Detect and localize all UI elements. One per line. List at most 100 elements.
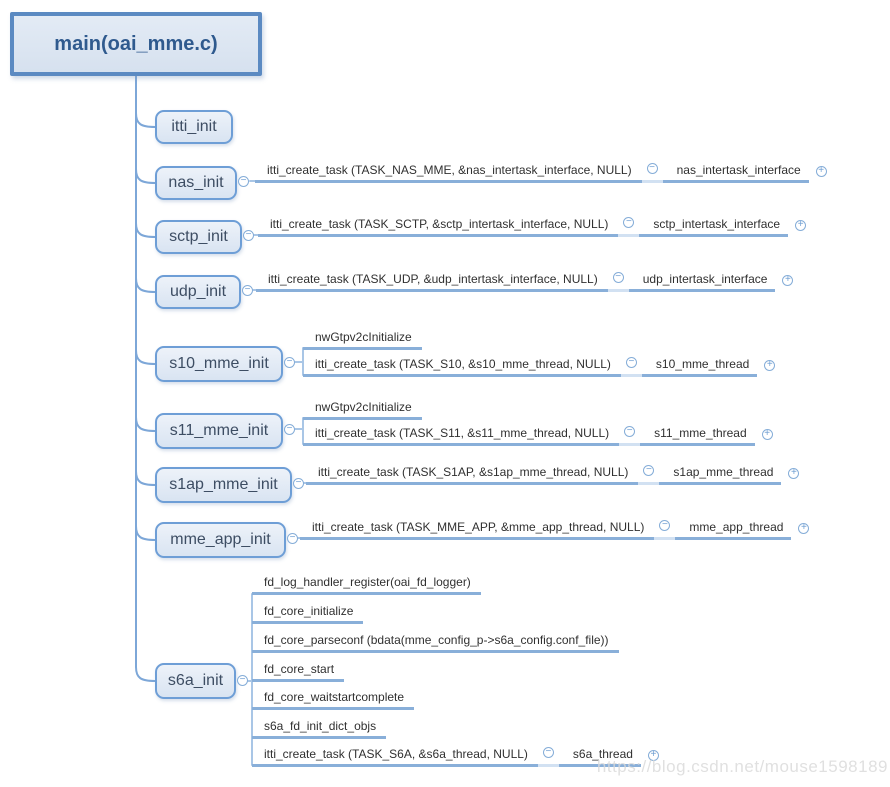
topic-label: nas_init [168, 174, 224, 191]
subtopic-sctp-interface[interactable]: sctp_intertask_interface [639, 217, 789, 237]
subtopic-s11-task[interactable]: itti_create_task (TASK_S11, &s11_mme_thr… [303, 426, 620, 446]
collapse-cell: − [641, 163, 663, 183]
subtopic-s10-nwgtpv2c[interactable]: nwGtpv2cInitialize [303, 330, 422, 350]
subtopic-s6a-fd-core-start[interactable]: fd_core_start [252, 662, 345, 682]
root-topic-main[interactable]: main(oai_mme.c) [10, 12, 262, 76]
collapse-icon[interactable]: − [242, 285, 253, 296]
watermark: https://blog.csdn.net/mouse1598189 [596, 757, 888, 776]
collapse-cell: − [607, 272, 629, 292]
subtopic-row-sctp: itti_create_task (TASK_SCTP, &sctp_inter… [258, 217, 807, 237]
collapse-icon[interactable]: − [624, 426, 636, 437]
topic-label: s6a_init [167, 672, 224, 689]
collapse-icon[interactable]: − [623, 217, 635, 228]
collapse-cell: − [638, 465, 660, 485]
collapse-icon[interactable]: − [643, 465, 655, 476]
topic-mme-app-init[interactable]: mme_app_init [155, 522, 286, 558]
subtopic-s6a-fd-core-parseconf[interactable]: fd_core_parseconf (bdata(mme_config_p->s… [252, 633, 619, 653]
subtopic-row-s6a-5: fd_core_waitstartcomplete [252, 690, 415, 710]
root-topic-label: main(oai_mme.c) [54, 32, 218, 55]
subtopic-row-s6a-6: s6a_fd_init_dict_objs [252, 719, 387, 739]
subtopic-s11-thread[interactable]: s11_mme_thread [640, 426, 755, 446]
topic-s10-mme-init[interactable]: s10_mme_init [155, 346, 283, 382]
topic-sctp-init[interactable]: sctp_init [155, 220, 242, 254]
subtopic-row-s10-b: itti_create_task (TASK_S10, &s10_mme_thr… [303, 357, 776, 377]
subtopic-s1ap-thread[interactable]: s1ap_mme_thread [659, 465, 782, 485]
topic-label: s10_mme_init [169, 355, 269, 372]
topic-itti-init[interactable]: itti_init [155, 110, 233, 144]
collapse-icon[interactable]: − [612, 272, 624, 283]
subtopic-row-s6a-7: itti_create_task (TASK_S6A, &s6a_thread,… [252, 747, 659, 767]
subtopic-row-udp: itti_create_task (TASK_UDP, &udp_interta… [256, 272, 794, 292]
collapse-icon[interactable]: − [243, 230, 254, 241]
expand-icon[interactable]: + [647, 750, 659, 761]
subtopic-s6a-thread[interactable]: s6a_thread [558, 747, 641, 767]
subtopic-row-s6a-3: fd_core_parseconf (bdata(mme_config_p->s… [252, 633, 619, 653]
collapse-cell: − [537, 747, 559, 767]
topic-label: udp_init [169, 283, 227, 300]
expand-icon[interactable]: + [788, 468, 800, 479]
subtopic-s1ap-task[interactable]: itti_create_task (TASK_S1AP, &s1ap_mme_t… [306, 465, 639, 485]
subtopic-s6a-fd-init-dict-objs[interactable]: s6a_fd_init_dict_objs [252, 719, 387, 739]
subtopic-s6a-fd-log-handler[interactable]: fd_log_handler_register(oai_fd_logger) [252, 575, 481, 595]
subtopic-row-s11-a: nwGtpv2cInitialize [303, 400, 422, 420]
subtopic-mme-app-task[interactable]: itti_create_task (TASK_MME_APP, &mme_app… [300, 520, 655, 540]
expand-cell: + [809, 166, 827, 183]
subtopic-row-s11-b: itti_create_task (TASK_S11, &s11_mme_thr… [303, 426, 773, 446]
collapse-icon[interactable]: − [542, 747, 554, 758]
expand-cell: + [755, 429, 773, 446]
subtopic-s11-nwgtpv2c[interactable]: nwGtpv2cInitialize [303, 400, 422, 420]
subtopic-row-s10-a: nwGtpv2cInitialize [303, 330, 422, 350]
subtopic-row-s6a-4: fd_core_start [252, 662, 345, 682]
topic-udp-init[interactable]: udp_init [155, 275, 241, 309]
subtopic-udp-interface[interactable]: udp_intertask_interface [628, 272, 776, 292]
subtopic-nas-interface[interactable]: nas_intertask_interface [662, 163, 809, 183]
collapse-icon[interactable]: − [284, 357, 295, 368]
expand-cell: + [641, 750, 659, 767]
expand-cell: + [788, 220, 807, 237]
subtopic-s10-task[interactable]: itti_create_task (TASK_S10, &s10_mme_thr… [303, 357, 621, 377]
subtopic-mme-app-thread[interactable]: mme_app_thread [675, 520, 792, 540]
subtopic-row-mme-app: itti_create_task (TASK_MME_APP, &mme_app… [300, 520, 810, 540]
expand-icon[interactable]: + [795, 220, 807, 231]
subtopic-s6a-task[interactable]: itti_create_task (TASK_S6A, &s6a_thread,… [252, 747, 538, 767]
expand-icon[interactable]: + [782, 275, 794, 286]
collapse-icon[interactable]: − [284, 424, 295, 435]
collapse-icon[interactable]: − [646, 163, 658, 174]
topic-s6a-init[interactable]: s6a_init [155, 663, 236, 699]
collapse-cell: − [618, 217, 640, 237]
topic-label: mme_app_init [170, 531, 271, 548]
subtopic-row-nas: itti_create_task (TASK_NAS_MME, &nas_int… [255, 163, 827, 183]
expand-icon[interactable]: + [764, 360, 776, 371]
subtopic-row-s6a-2: fd_core_initialize [252, 604, 364, 624]
expand-icon[interactable]: + [798, 523, 810, 534]
collapse-cell: − [654, 520, 676, 540]
expand-cell: + [781, 468, 800, 485]
collapse-cell: − [619, 426, 641, 446]
collapse-icon[interactable]: − [287, 533, 298, 544]
subtopic-sctp-task[interactable]: itti_create_task (TASK_SCTP, &sctp_inter… [258, 217, 619, 237]
subtopic-s10-thread[interactable]: s10_mme_thread [641, 357, 758, 377]
subtopic-row-s1ap: itti_create_task (TASK_S1AP, &s1ap_mme_t… [306, 465, 800, 485]
topic-nas-init[interactable]: nas_init [155, 166, 237, 200]
expand-cell: + [757, 360, 776, 377]
subtopic-s6a-fd-core-waitstartcomplete[interactable]: fd_core_waitstartcomplete [252, 690, 415, 710]
expand-icon[interactable]: + [761, 429, 773, 440]
topic-label: itti_init [171, 118, 217, 135]
collapse-cell: − [620, 357, 642, 377]
collapse-icon[interactable]: − [238, 176, 249, 187]
collapse-icon[interactable]: − [293, 478, 304, 489]
topic-label: sctp_init [169, 228, 228, 245]
subtopic-nas-task[interactable]: itti_create_task (TASK_NAS_MME, &nas_int… [255, 163, 642, 183]
subtopic-s6a-fd-core-initialize[interactable]: fd_core_initialize [252, 604, 364, 624]
topic-s11-mme-init[interactable]: s11_mme_init [155, 413, 283, 449]
topic-s1ap-mme-init[interactable]: s1ap_mme_init [155, 467, 292, 503]
collapse-icon[interactable]: − [659, 520, 671, 531]
subtopic-row-s6a-1: fd_log_handler_register(oai_fd_logger) [252, 575, 481, 595]
collapse-icon[interactable]: − [625, 357, 637, 368]
expand-cell: + [791, 523, 810, 540]
subtopic-udp-task[interactable]: itti_create_task (TASK_UDP, &udp_interta… [256, 272, 608, 292]
expand-icon[interactable]: + [815, 166, 827, 177]
collapse-icon[interactable]: − [237, 675, 248, 686]
